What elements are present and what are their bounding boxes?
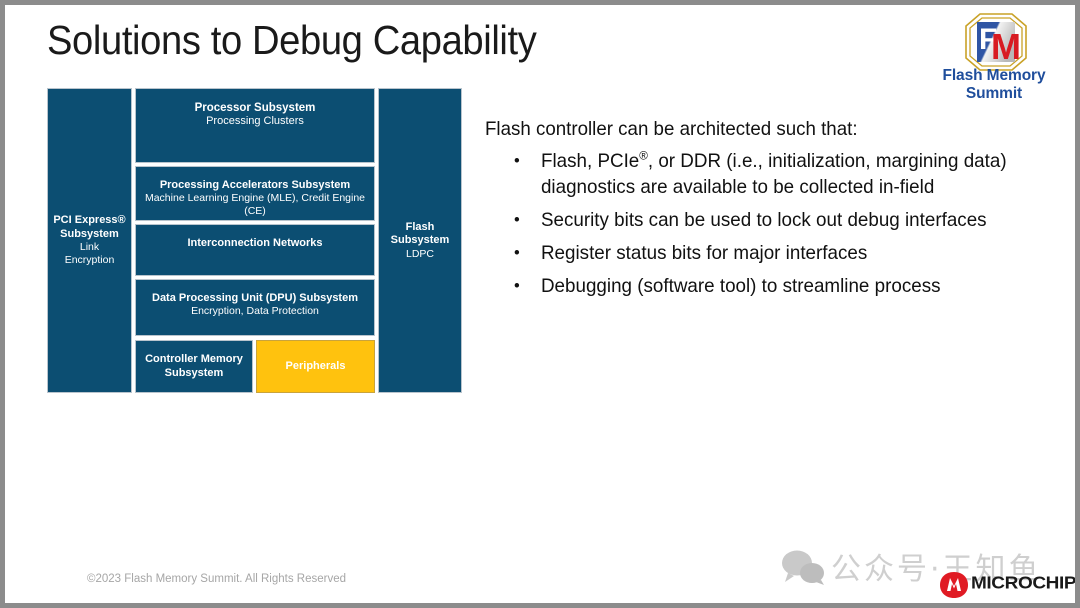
bullet-marker: • <box>513 210 520 230</box>
copyright-text: ©2023 Flash Memory Summit. All Rights Re… <box>87 573 347 585</box>
block-title: Processing Accelerators Subsystem <box>159 179 351 191</box>
bullet-marker: • <box>513 276 520 296</box>
microchip-logo: MICROCHIP <box>939 571 1075 601</box>
wechat-icon <box>782 550 824 585</box>
list-item: • Flash, PCIe®, or DDR (i.e., initializa… <box>485 149 1016 201</box>
registered-mark-icon: ® <box>639 148 648 163</box>
list-item: • Security bits can be used to lock out … <box>485 208 1016 234</box>
diagram-block-flash-subsystem: Flash Subsystem LDPC <box>378 88 462 393</box>
block-title: Data Processing Unit (DPU) Subsystem <box>152 292 358 304</box>
flash-memory-summit-logo: F M Flash Memory Summit <box>913 11 1075 102</box>
diagram-block-controller-memory: Controller Memory Subsystem <box>135 340 253 393</box>
block-title: Controller Memory Subsystem <box>145 353 243 379</box>
block-title-2: Subsystem <box>60 227 119 240</box>
block-subtitle: LDPC <box>405 247 434 260</box>
block-title: Interconnection Networks <box>187 237 323 249</box>
architecture-diagram: PCI Express® Subsystem Link Encryption P… <box>47 88 462 393</box>
bullet-marker: • <box>513 151 520 171</box>
fms-logo-text: Flash Memory Summit <box>942 67 1046 102</box>
block-title: Flash <box>405 220 435 233</box>
diagram-block-processing-accelerators: Processing Accelerators Subsystem Machin… <box>135 166 375 221</box>
block-subtitle: Link Encryption <box>64 241 115 266</box>
fms-logo-icon: F M <box>965 13 1027 71</box>
microchip-logo-icon <box>940 572 968 598</box>
content-body: Flash controller can be architected such… <box>485 117 1035 307</box>
lead-paragraph: Flash controller can be architected such… <box>485 118 858 140</box>
block-title: Processor Subsystem <box>194 102 316 114</box>
list-item: • Register status bits for major interfa… <box>485 241 1016 267</box>
bullet-text-pre: Register status bits for major interface… <box>540 242 868 265</box>
bullet-text-pre: Debugging (software tool) to streamline … <box>540 275 941 298</box>
diagram-block-pci-express: PCI Express® Subsystem Link Encryption <box>47 88 132 393</box>
diagram-block-interconnection-networks: Interconnection Networks <box>135 224 375 276</box>
svg-text:M: M <box>991 26 1021 67</box>
block-subtitle: Processing Clusters <box>206 115 304 128</box>
bullet-text-post: , or DDR (i.e., initialization, marginin… <box>540 150 1007 199</box>
diagram-block-peripherals: Peripherals <box>256 340 375 393</box>
diagram-block-dpu-subsystem: Data Processing Unit (DPU) Subsystem Enc… <box>135 279 375 336</box>
page-title: Solutions to Debug Capability <box>47 17 537 63</box>
bullet-text-pre: Security bits can be used to lock out de… <box>540 209 987 232</box>
block-title: Peripherals <box>285 359 346 372</box>
block-subtitle: Encryption, Data Protection <box>191 305 319 318</box>
list-item: • Debugging (software tool) to streamlin… <box>485 274 1016 300</box>
diagram-block-processor-subsystem: Processor Subsystem Processing Clusters <box>135 88 375 163</box>
bullet-text-pre: Flash, PCIe <box>540 150 640 173</box>
block-title: PCI Express® <box>53 214 126 227</box>
block-subtitle: Machine Learning Engine (MLE), Credit En… <box>144 192 366 218</box>
block-title-2: Subsystem <box>390 234 450 247</box>
bullet-list: • Flash, PCIe®, or DDR (i.e., initializa… <box>485 149 1035 300</box>
bullet-marker: • <box>513 243 520 263</box>
slide-canvas: Solutions to Debug Capability F M Flash … <box>5 5 1075 603</box>
microchip-logo-text: MICROCHIP <box>971 574 1075 594</box>
svg-text:F: F <box>979 23 997 56</box>
